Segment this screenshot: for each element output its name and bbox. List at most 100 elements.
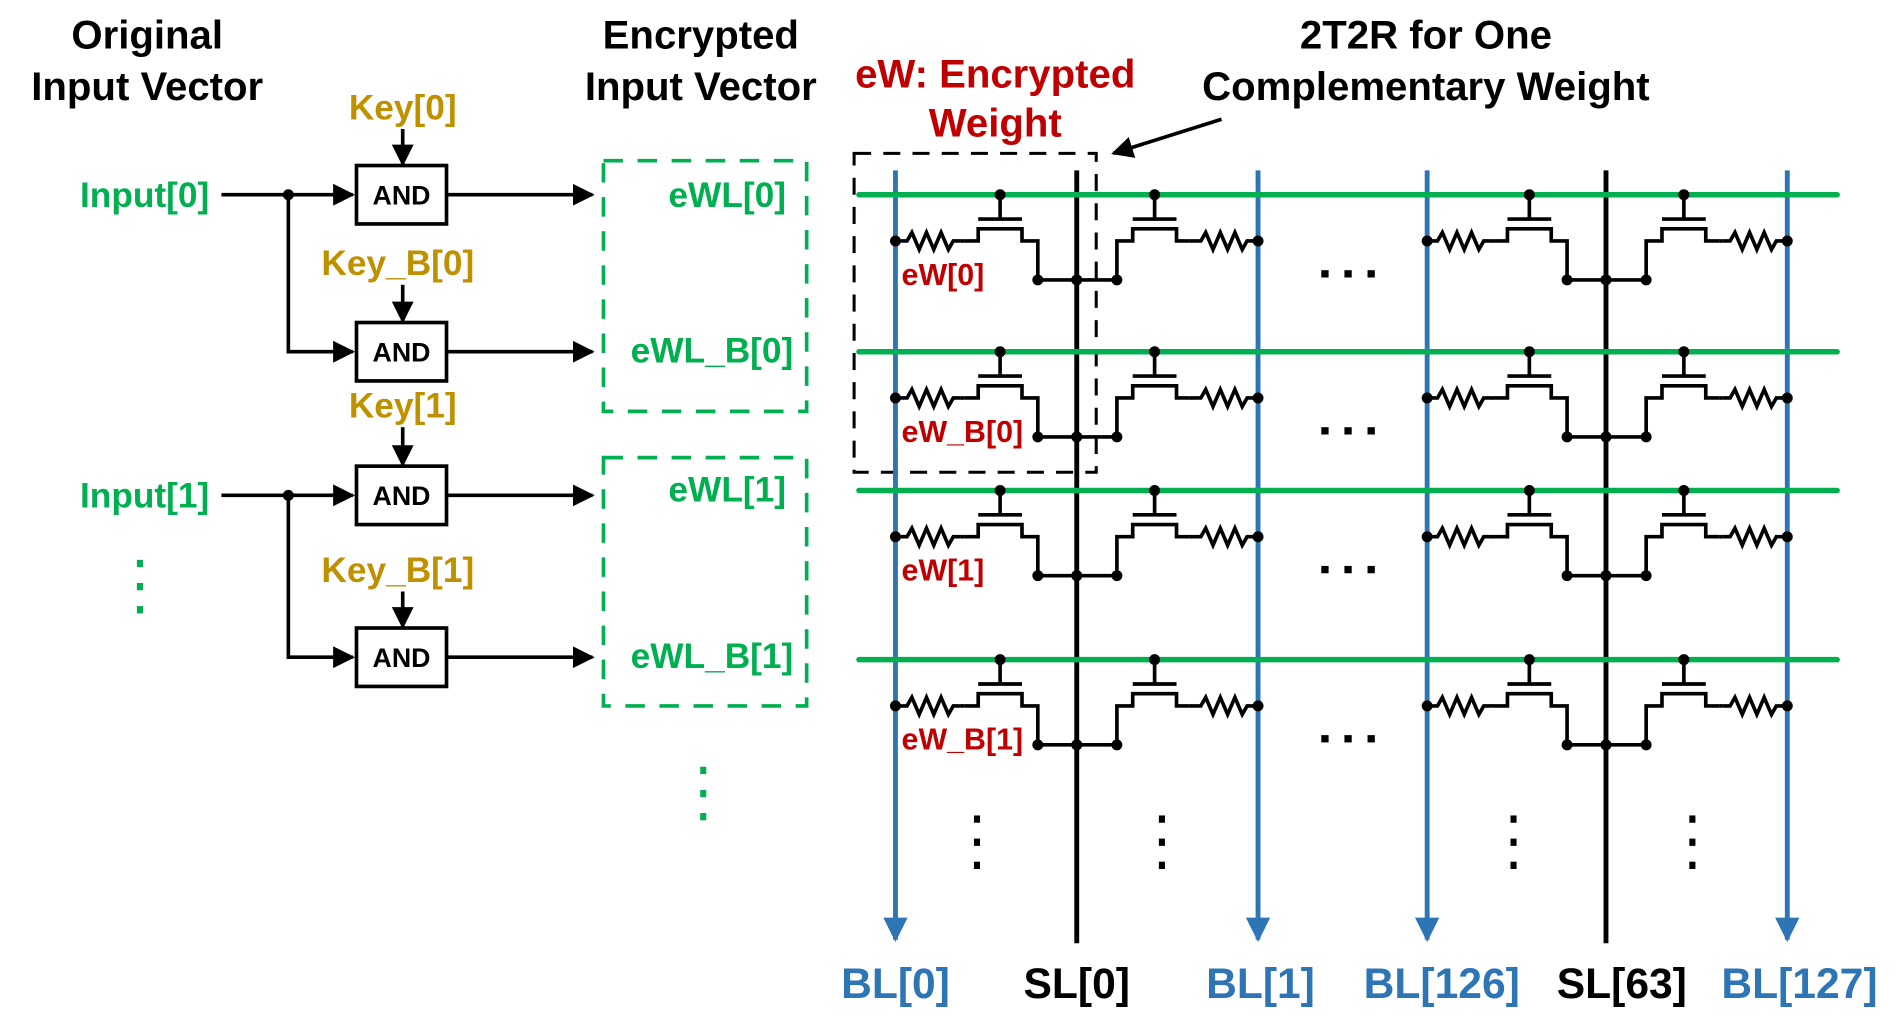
bitline-node-dot [1252, 235, 1264, 247]
transistor-channel [964, 691, 1077, 747]
cell-weight-label: eW_B[0] [902, 415, 1024, 449]
rram-resistor [1430, 384, 1492, 412]
ellipsis-dot [1344, 735, 1352, 743]
ellipsis-dot [1158, 861, 1165, 869]
memory-cell-half [889, 654, 1083, 751]
rram-resistor [899, 227, 961, 255]
ewl-label: eWL[0] [668, 176, 786, 215]
ellipsis-dot [1344, 270, 1352, 278]
memory-cell-half [1071, 485, 1264, 582]
drain-node-dot [1561, 274, 1573, 286]
bitline-node-dot [1781, 392, 1793, 404]
ellipsis-dot [1321, 427, 1329, 435]
key-b-label: Key_B[1] [321, 551, 474, 590]
header-original-line1: Original [71, 13, 223, 58]
memory-cell-half [1600, 654, 1793, 751]
input-label: Input[0] [80, 176, 209, 215]
rram-resistor [1193, 692, 1255, 720]
memory-cell-half [1421, 485, 1612, 582]
ewl-b-label: eWL_B[1] [631, 637, 794, 676]
memory-cell-half [1421, 654, 1612, 751]
cell-weight-label: eW[1] [902, 554, 985, 588]
ellipsis-dot [700, 813, 707, 821]
memory-cell-half [1421, 346, 1612, 443]
bitline-node-dot [1252, 531, 1264, 543]
rram-resistor [1722, 523, 1784, 550]
encrypted-weight-box [852, 151, 1098, 474]
encrypted-vector-box [601, 455, 809, 708]
transistor-channel [1494, 522, 1606, 578]
header-ew-line1: eW: Encrypted [855, 52, 1135, 97]
memory-cell-half [1071, 654, 1264, 751]
ellipsis-dot [1510, 815, 1517, 823]
ellipsis-dot [973, 815, 981, 823]
and-gate-label: AND [373, 481, 431, 511]
bitline-node-dot [889, 392, 901, 404]
transistor-channel [1605, 226, 1720, 282]
ellipsis-dot [1510, 861, 1517, 869]
ellipsis-dot [136, 606, 143, 614]
rram-resistor [1430, 692, 1492, 720]
bitline-node-dot [1252, 700, 1264, 712]
rram-resistor [1193, 227, 1255, 255]
sourceline-node-dot [1071, 739, 1083, 751]
ellipsis-dot [136, 559, 143, 568]
encrypted-vector-box [601, 158, 809, 414]
array-row-2: eW[1] [889, 485, 1793, 588]
ellipsis-dot [1344, 427, 1352, 435]
header-encrypted-line1: Encrypted [603, 13, 799, 58]
ellipsis-dot [1321, 270, 1329, 278]
transistor-channel [1076, 226, 1190, 282]
sourceline-label-sl63: SL[63] [1557, 960, 1687, 1008]
drain-node-dot [1032, 570, 1044, 582]
drain-node-dot [1111, 739, 1123, 751]
ellipsis-dot [1367, 565, 1375, 574]
transistor-channel [1494, 226, 1606, 282]
sourceline-label-sl0: SL[0] [1024, 960, 1130, 1008]
memory-cell-half [889, 485, 1083, 582]
rram-resistor [1722, 692, 1784, 720]
transistor-channel [1494, 691, 1606, 747]
drain-node-dot [1032, 739, 1044, 751]
header-ew-line2: Weight [929, 100, 1062, 145]
and-gate-label: AND [373, 643, 431, 673]
bitline-node-dot [1421, 531, 1433, 543]
ellipsis-dot [973, 838, 981, 846]
bitline-node-dot [1781, 700, 1793, 712]
and-gate-label: AND [373, 180, 431, 210]
bitline-node-dot [1421, 235, 1433, 247]
drain-node-dot [1561, 431, 1573, 443]
transistor-channel [1076, 383, 1190, 439]
transistor-channel [1076, 691, 1190, 747]
input-label: Input[1] [80, 477, 209, 516]
ellipsis-dot [1689, 815, 1696, 823]
sourceline-node-dot [1600, 431, 1612, 443]
sourceline-node-dot [1600, 570, 1612, 582]
memory-cell-half [1071, 189, 1264, 286]
header-2t2r-line2: Complementary Weight [1202, 64, 1650, 109]
array-row-0: eW[0] [889, 189, 1793, 292]
memory-cell-half [1421, 189, 1612, 286]
rram-resistor [1193, 523, 1255, 550]
rram-resistor [899, 384, 961, 412]
bitline-node-dot [889, 531, 901, 543]
transistor-channel [1076, 522, 1190, 578]
memory-cell-half [1600, 189, 1793, 286]
ellipsis-dot [1321, 735, 1329, 743]
bitline-node-dot [889, 700, 901, 712]
and-gate [354, 163, 449, 226]
transistor-channel [1605, 383, 1720, 439]
array-row-3: eW_B[1] [889, 654, 1793, 757]
ellipsis-dot [700, 789, 707, 798]
ellipsis-dot [136, 582, 143, 591]
input-group-0: Input[0]ANDANDKey[0]Key_B[0]eWL[0]eWL_B[… [80, 88, 809, 414]
branch-wire [286, 194, 356, 363]
header-encrypted-line2: Input Vector [585, 64, 817, 109]
drain-node-dot [1640, 274, 1652, 286]
cell-weight-label: eW[0] [902, 258, 985, 292]
branch-wire [286, 495, 356, 669]
rram-resistor [899, 692, 961, 720]
bitline-node-dot [1781, 235, 1793, 247]
ellipsis-dot [1344, 565, 1352, 574]
